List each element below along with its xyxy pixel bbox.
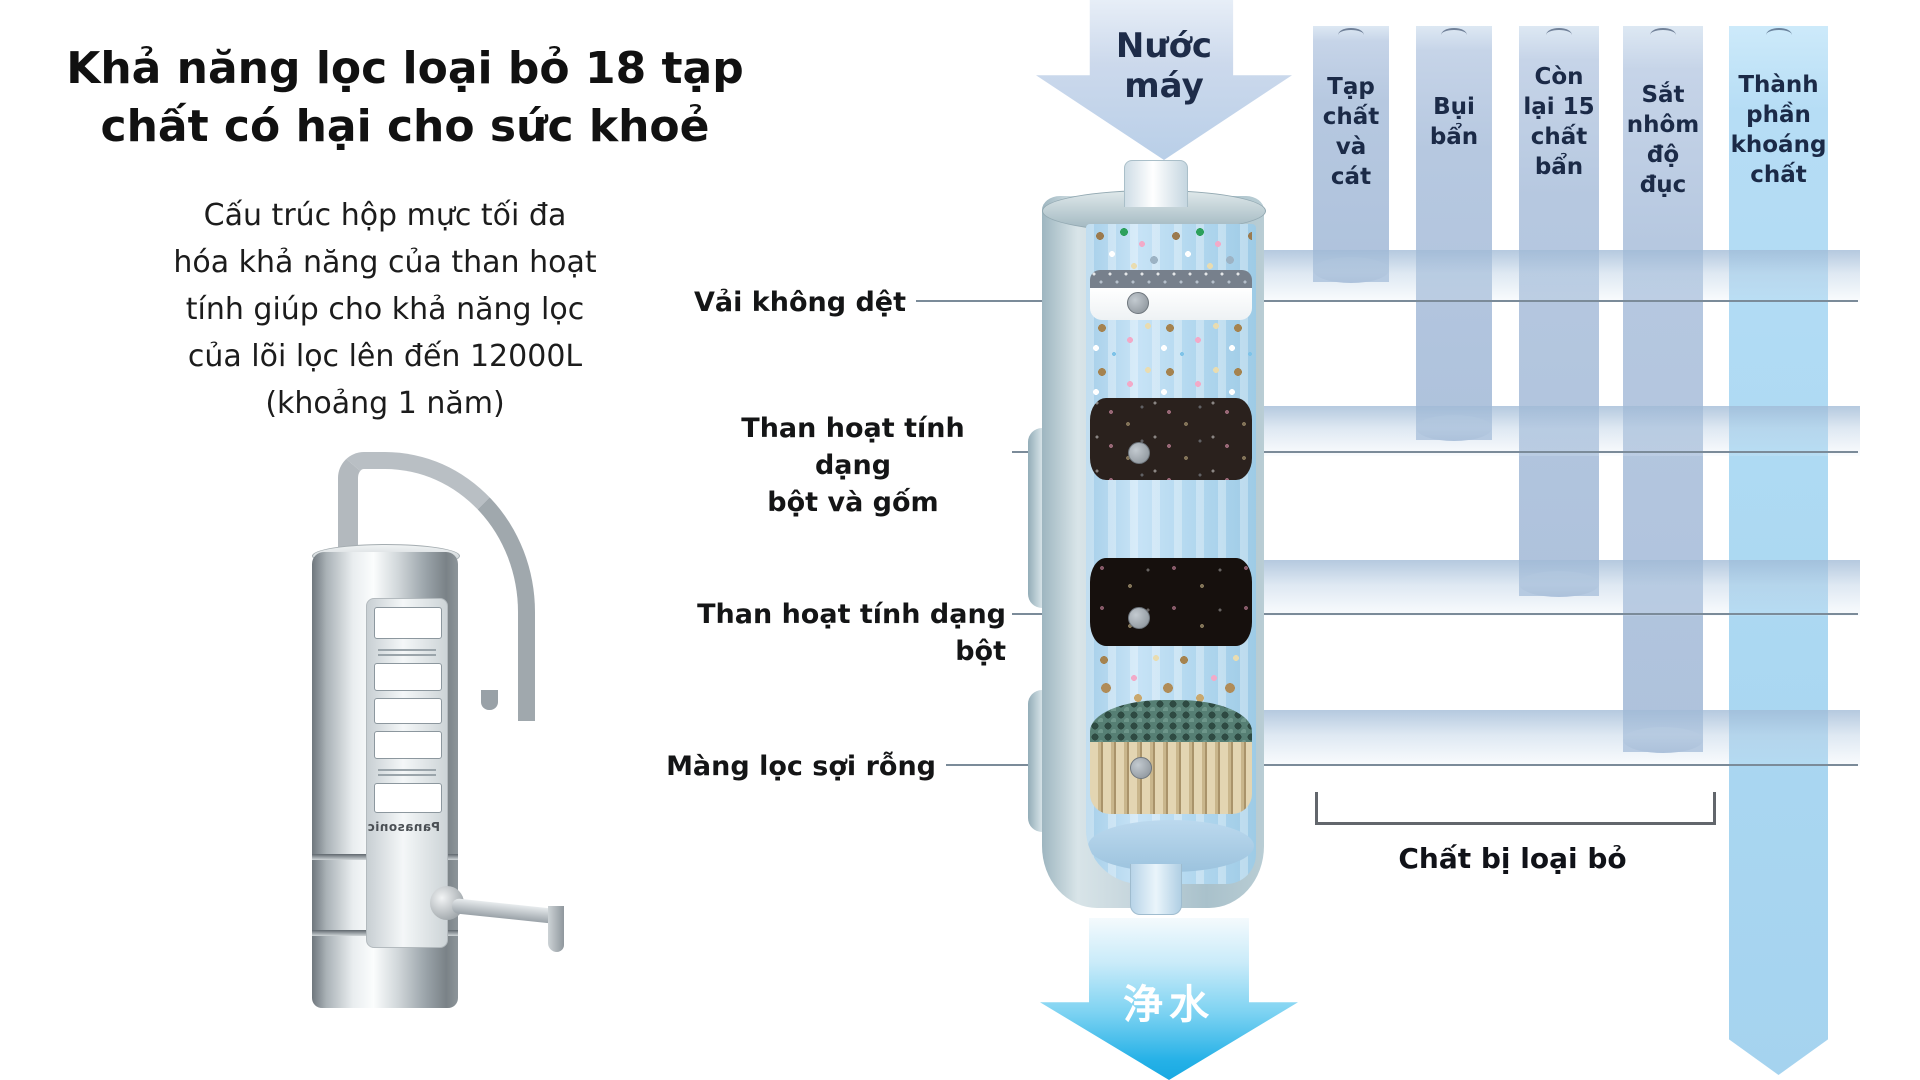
column-thanh-phan-khoang-chat: Thành phần khoáng chất xyxy=(1729,26,1828,1075)
leader-line-than-bot xyxy=(1012,613,1858,615)
faucet-side-spout-tip xyxy=(548,906,564,952)
panel-fine-print xyxy=(378,766,436,776)
hollow-fiber-membrane-tubes xyxy=(1090,742,1252,814)
activated-carbon-powder-layer xyxy=(1090,558,1252,646)
panel-fine-print xyxy=(378,646,436,656)
removed-substances-label: Chất bị loại bỏ xyxy=(1398,842,1627,875)
panel-box xyxy=(374,698,442,724)
leader-dot-4 xyxy=(1130,757,1152,779)
removal-band-3 xyxy=(1262,560,1860,616)
column-top-arc-icon xyxy=(1546,28,1572,42)
leader-line-vai-khong-det xyxy=(916,300,1858,302)
column-top-arc-icon xyxy=(1338,28,1364,42)
panel-box xyxy=(374,663,442,691)
activated-carbon-ceramic-layer xyxy=(1090,398,1252,480)
faucet-side-spout xyxy=(451,898,561,925)
cartridge-outlet-tube xyxy=(1130,864,1182,915)
removal-band-2 xyxy=(1262,406,1860,456)
removal-band-4 xyxy=(1262,710,1860,766)
contaminant-particles-mid xyxy=(1090,320,1252,396)
column-label: Bụi bẩn xyxy=(1429,94,1479,150)
faucet-brand-logo: Panasonic xyxy=(367,820,440,834)
label-mang-loc-soi-rong: Màng lọc sợi rỗng xyxy=(666,751,936,782)
removal-band-1 xyxy=(1262,250,1860,302)
page-title: Khả năng lọc loại bỏ 18 tạp chất có hại … xyxy=(66,43,744,152)
nonwoven-fabric-layer xyxy=(1090,288,1252,320)
panel-box xyxy=(374,731,442,759)
label-vai-khong-det: Vải không dệt xyxy=(694,287,906,318)
column-label: Tạp chất và cát xyxy=(1322,74,1380,190)
removed-substances-bracket xyxy=(1315,792,1716,825)
tap-water-arrow-label: Nước máy xyxy=(1115,26,1213,106)
panel-box xyxy=(374,607,442,639)
column-top-arc-icon xyxy=(1650,28,1676,42)
leader-dot-2 xyxy=(1128,442,1150,464)
leader-line-mang-loc xyxy=(946,764,1858,766)
column-con-lai-15-chat-ban: Còn lại 15 chất bẩn xyxy=(1519,26,1599,597)
description-text: Cấu trúc hộp mực tối đa hóa khả năng của… xyxy=(173,198,597,421)
label-than-hoat-tinh-bot: Than hoạt tính dạng bột xyxy=(697,599,1006,667)
column-top-arc-icon xyxy=(1765,28,1792,42)
leader-line-than-bot-va-gom xyxy=(1012,451,1858,453)
label-than-hoat-tinh-bot-va-gom: Than hoạt tính dạng bột và gốm xyxy=(741,413,965,518)
leader-dot-1 xyxy=(1127,292,1149,314)
column-sat-nhom-do-duc: Sắt nhôm độ đục xyxy=(1623,26,1703,753)
column-top-arc-icon xyxy=(1441,28,1467,42)
leader-dot-3 xyxy=(1128,607,1150,629)
cartridge-interior xyxy=(1086,224,1256,884)
faucet-spout-tip xyxy=(481,690,498,710)
column-label: Thành phần khoáng chất xyxy=(1730,72,1827,188)
column-label: Còn lại 15 chất bẩn xyxy=(1523,64,1595,180)
cartridge-inner-floor xyxy=(1088,820,1254,872)
column-tap-chat-va-cat: Tạp chất và cát xyxy=(1313,26,1389,283)
column-bui-ban: Bụi bẩn xyxy=(1416,26,1492,441)
purified-water-arrow-label: 浄水 xyxy=(1123,982,1215,1028)
column-label: Sắt nhôm độ đục xyxy=(1626,82,1700,198)
cartridge-inlet-tube xyxy=(1124,160,1188,207)
contaminant-particles-top xyxy=(1090,226,1252,272)
nonwoven-fabric-layer-top xyxy=(1090,270,1252,290)
panel-box xyxy=(374,783,442,813)
